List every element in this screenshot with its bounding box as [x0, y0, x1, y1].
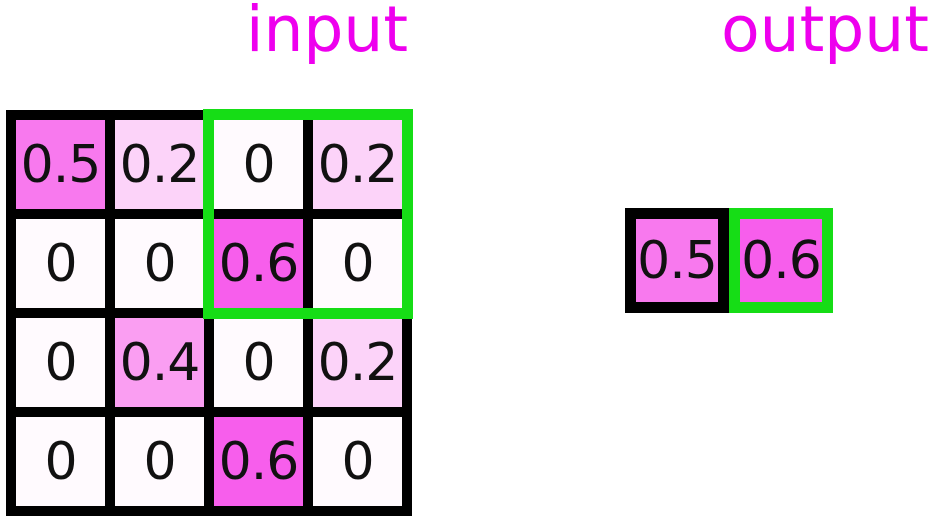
output-title: output	[721, 0, 929, 66]
input-cell-r2-c1: 0.4	[115, 318, 204, 407]
input-cell-r1-c0: 0	[16, 219, 105, 308]
input-cell-r0-c0: 0.5	[16, 120, 105, 209]
input-cell-r3-c0: 0	[16, 417, 105, 506]
output-cell-0: 0.5	[625, 208, 729, 313]
input-cell-r3-c1: 0	[115, 417, 204, 506]
input-cell-r0-c1: 0.2	[115, 120, 204, 209]
input-cell-r0-c2: 0	[214, 120, 303, 209]
input-cell-r2-c2: 0	[214, 318, 303, 407]
input-cell-r1-c1: 0	[115, 219, 204, 308]
output-cell-1: 0.6	[729, 208, 833, 313]
input-cell-r2-c0: 0	[16, 318, 105, 407]
input-cell-r1-c2: 0.6	[214, 219, 303, 308]
input-cell-r0-c3: 0.2	[313, 120, 402, 209]
input-cell-r2-c3: 0.2	[313, 318, 402, 407]
input-cell-r3-c3: 0	[313, 417, 402, 506]
input-title: input	[245, 0, 409, 66]
input-cell-r3-c2: 0.6	[214, 417, 303, 506]
input-cell-r1-c3: 0	[313, 219, 402, 308]
